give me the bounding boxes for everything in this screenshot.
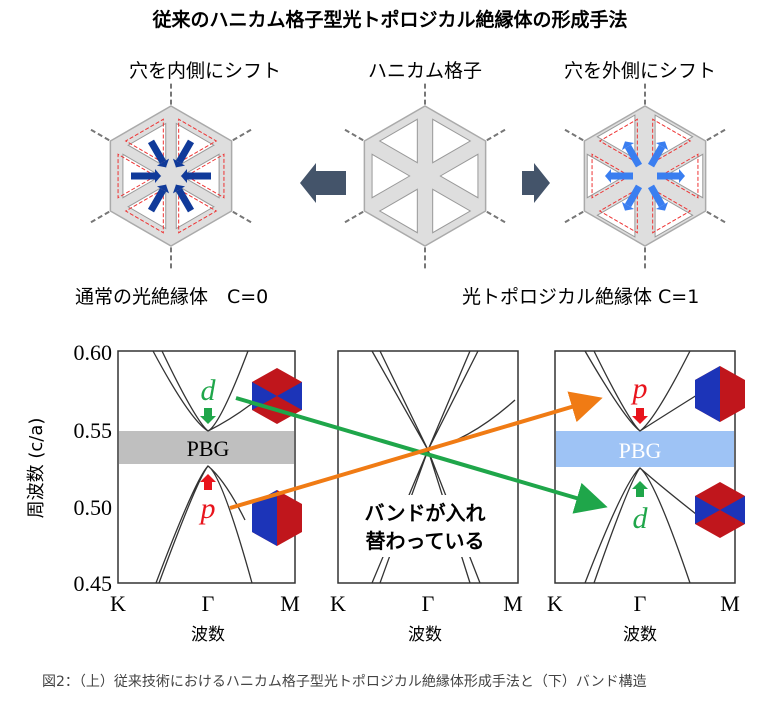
up-arrow-icon	[632, 481, 648, 497]
ytick-050: 0.50	[74, 495, 113, 520]
p-mode-field-icon	[695, 366, 745, 422]
xtick-k: K	[547, 591, 563, 616]
band-panel-topological: PBG p d K Γ M 波数	[547, 350, 745, 645]
y-axis-label: 周波数 (c/a)	[26, 418, 47, 519]
xtick-m: M	[720, 591, 740, 616]
x-axis-label: 波数	[623, 625, 657, 645]
swap-text-line1: バンドが入れ	[365, 501, 486, 525]
x-axis-label: 波数	[191, 625, 225, 645]
down-arrow-icon	[632, 408, 648, 424]
pbg-band	[119, 431, 294, 464]
band-panel-normal: PBG d p K Γ M 波数	[110, 350, 302, 645]
figure-caption: 図2：（上）従来技術におけるハニカム格子型光トポロジカル絶縁体形成手法と（下）バ…	[42, 674, 647, 690]
label-topological-insulator: 光トポロジカル絶縁体 C=1	[462, 286, 699, 308]
label-shift-inward: 穴を内側にシフト	[129, 60, 281, 82]
label-honeycomb: ハニカム格子	[368, 60, 482, 82]
d-mode-label: d	[633, 502, 649, 535]
xtick-m: M	[280, 591, 300, 616]
p-mode-label: p	[199, 492, 216, 525]
label-normal-insulator: 通常の光絶縁体 C=0	[75, 286, 268, 308]
ytick-055: 0.55	[74, 418, 113, 443]
pbg-label: PBG	[619, 438, 662, 463]
xtick-k: K	[110, 591, 126, 616]
honeycomb-diagrams	[88, 81, 728, 271]
p-mode-swap-arrow	[229, 391, 603, 510]
xtick-gamma: Γ	[202, 591, 215, 616]
p-mode-field-icon	[252, 490, 302, 546]
xtick-m: M	[503, 591, 523, 616]
ytick-060: 0.60	[74, 340, 113, 365]
up-arrow-icon	[200, 474, 216, 490]
pbg-band	[556, 431, 734, 467]
xtick-k: K	[330, 591, 346, 616]
ytick-045: 0.45	[74, 571, 113, 596]
arrow-right-icon	[522, 163, 550, 203]
pbg-label: PBG	[187, 436, 230, 461]
down-arrow-icon	[200, 408, 216, 424]
label-shift-outward: 穴を外側にシフト	[564, 60, 716, 82]
figure-title: 従来のハニカム格子型光トポロジカル絶縁体の形成手法	[151, 8, 627, 31]
xtick-gamma: Γ	[422, 591, 435, 616]
d-mode-field-icon	[695, 482, 745, 538]
arrow-left-icon	[300, 163, 346, 203]
xtick-gamma: Γ	[634, 591, 647, 616]
x-axis-label: 波数	[408, 625, 442, 645]
d-mode-label: d	[201, 374, 217, 407]
swap-text-line2: 替わっている	[366, 529, 485, 553]
p-mode-label: p	[631, 372, 648, 405]
band-panel-center: バンドが入れ 替わっている K Γ M 波数	[330, 350, 523, 645]
